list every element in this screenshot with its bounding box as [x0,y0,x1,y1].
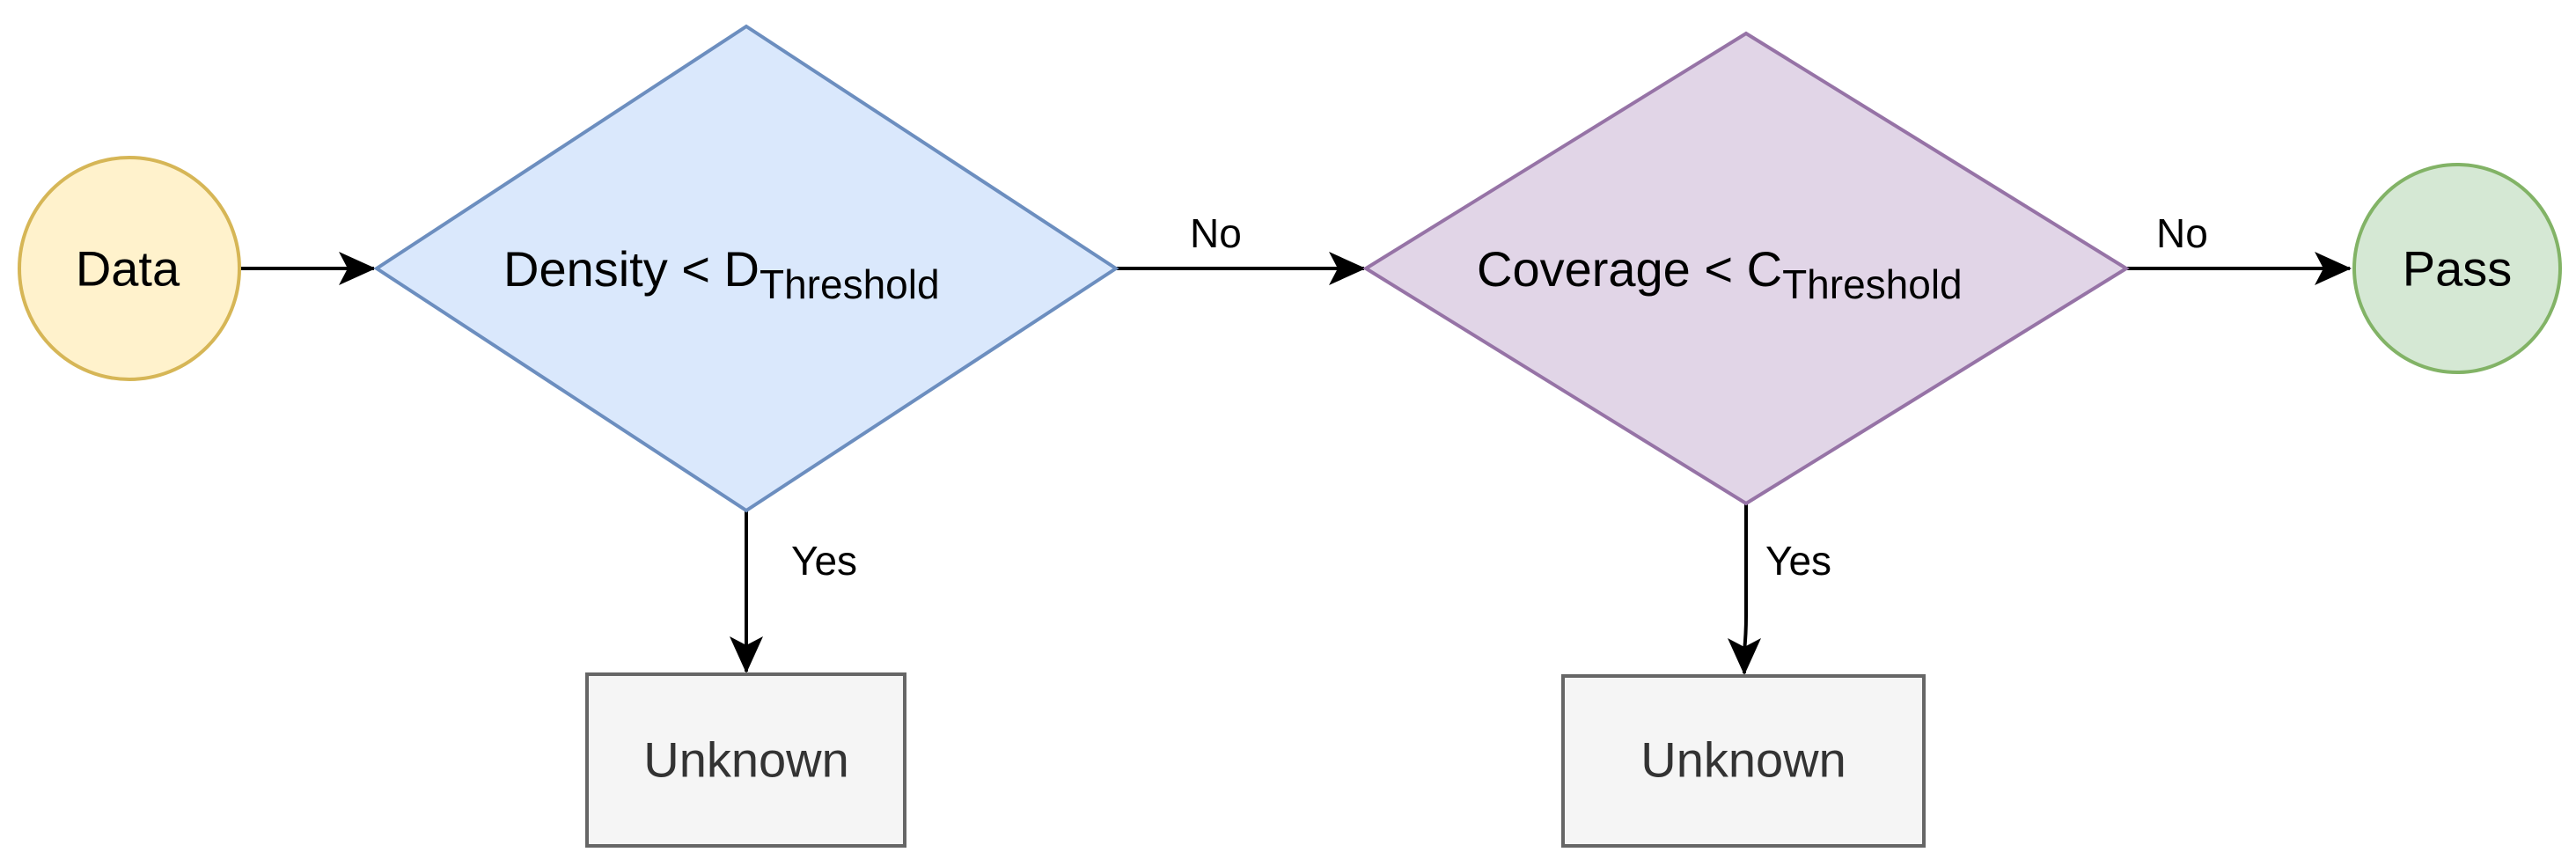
decision-density-label: Density < DThreshold [503,241,940,308]
start-node-data: Data [18,156,241,381]
decision-coverage-main-text: Coverage < C [1477,241,1782,297]
end-node-pass: Pass [2352,163,2562,374]
unknown-box-1-rect [585,672,906,848]
start-circle [18,156,241,381]
decision-coverage: Coverage < CThreshold [1362,31,2130,506]
start-label: Data [76,241,180,297]
decision-coverage-subscript: Threshold [1782,261,1963,307]
unknown-box-2-rect [1561,674,1926,848]
decision-density-diamond [373,24,1119,513]
decision-coverage-label: Coverage < CThreshold [1477,241,1963,308]
edge-label-density-yes: Yes [791,538,857,584]
edge-label-coverage-no: No [2156,210,2208,256]
decision-density-subscript: Threshold [760,261,940,307]
edge-label-coverage-yes: Yes [1765,538,1831,584]
unknown-box-2: Unknown [1561,674,1926,848]
end-label: Pass [2403,241,2513,297]
unknown-box-2-label: Unknown [1640,732,1846,788]
unknown-box-1-label: Unknown [643,732,848,788]
unknown-box-1: Unknown [585,672,906,848]
edge-label-density-no: No [1190,210,1242,256]
decision-density-main-text: Density < D [503,241,760,297]
edge-coverage-yes [1728,503,1761,675]
decision-coverage-diamond [1362,31,2130,506]
end-circle [2352,163,2562,374]
decision-density: Density < DThreshold [373,24,1119,513]
